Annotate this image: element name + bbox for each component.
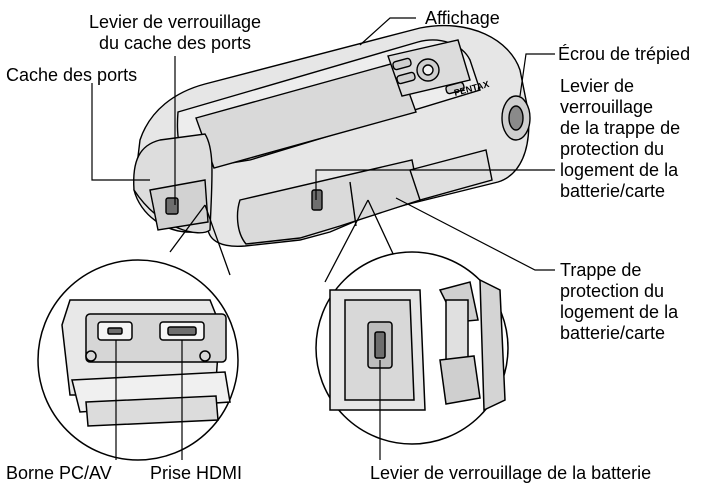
label-battery-lock-lever: Levier de verrouillage de la batterie	[370, 463, 652, 483]
zoom-connector-left	[169, 204, 231, 276]
label-line: protection du	[560, 281, 665, 301]
label-port-cover-lock-lever: Levier de verrouillage du cache des port…	[60, 12, 290, 54]
label-tripod-socket: Écrou de trépied	[558, 44, 691, 64]
label-line: logement de la	[560, 302, 679, 322]
zoom-circle-battery	[315, 251, 509, 445]
label-line: batterie/carte	[560, 323, 666, 343]
port-cover-shape	[149, 179, 209, 231]
label-line: Levier de verrouillage	[88, 12, 262, 32]
label-display: Affichage	[425, 8, 500, 28]
label-hdmi-terminal: Prise HDMI	[150, 463, 243, 483]
label-pc-av-terminal: Borne PC/AV	[6, 463, 112, 483]
label-line: batterie/carte	[560, 181, 666, 201]
label-line: protection du	[560, 139, 665, 159]
label-line: de la trappe de	[560, 118, 681, 138]
label-battery-door: Trappe de protection du logement de la b…	[560, 260, 678, 344]
label-battery-door-lock-lever: Levier de verrouillage de la trappe de p…	[560, 76, 680, 202]
label-line: verrouillage	[560, 97, 654, 117]
label-port-cover: Cache des ports	[6, 65, 138, 85]
battery-door-shape	[236, 159, 421, 245]
label-line: Levier de	[560, 76, 635, 96]
port-cover-lock-shape	[165, 197, 179, 215]
label-line: logement de la	[560, 160, 679, 180]
camera-body	[133, 24, 531, 247]
label-line: Trappe de	[560, 260, 642, 280]
zoom-connector-right	[324, 199, 396, 283]
leader-lines	[91, 17, 555, 460]
label-line: du cache des ports	[98, 33, 252, 53]
zoom-circle-ports	[37, 259, 239, 461]
